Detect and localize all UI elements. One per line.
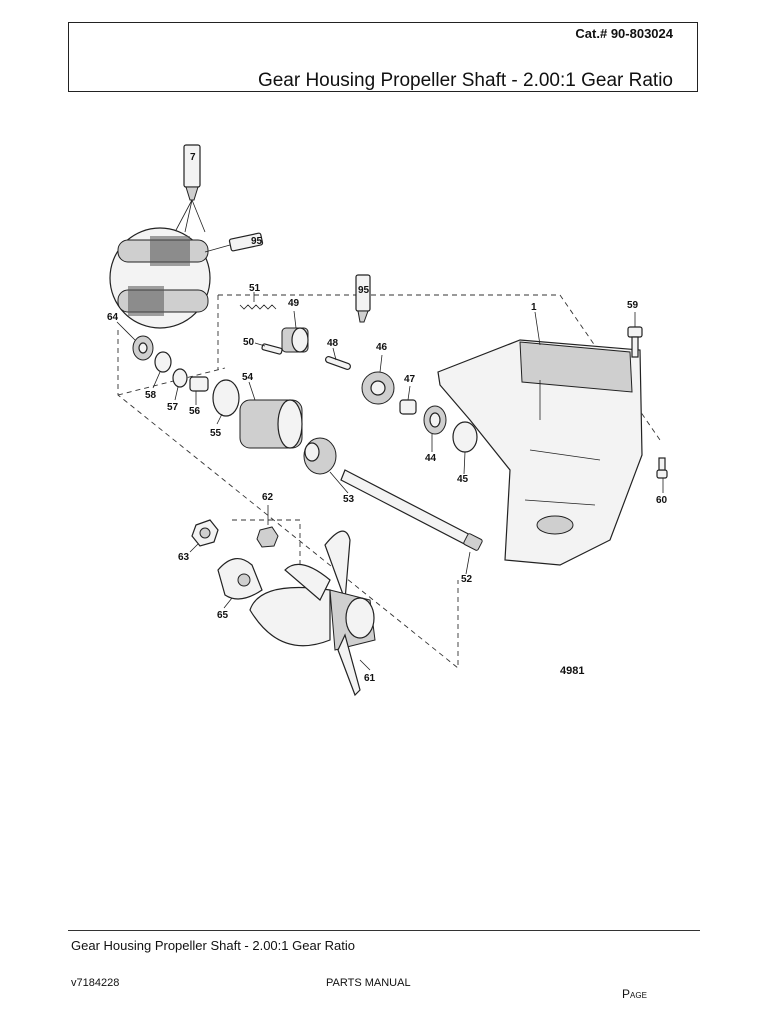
footer-title: Gear Housing Propeller Shaft - 2.00:1 Ge… bbox=[71, 938, 355, 953]
callout-63: 63 bbox=[178, 552, 190, 563]
callout-52: 52 bbox=[461, 574, 473, 585]
callout-55: 55 bbox=[210, 428, 222, 439]
callout-45: 45 bbox=[457, 474, 469, 485]
callout-47: 47 bbox=[404, 374, 416, 385]
catalog-number: Cat.# 90-803024 bbox=[575, 26, 673, 41]
thrust-hub-64-icon bbox=[132, 335, 154, 361]
callout-61: 61 bbox=[364, 673, 376, 684]
callout-50: 50 bbox=[243, 337, 255, 348]
callout-95b: 95 bbox=[358, 285, 370, 296]
detail-circle-icon bbox=[109, 227, 211, 329]
callout-49: 49 bbox=[288, 298, 300, 309]
washer-62-icon bbox=[256, 526, 279, 548]
footer-version: v7184228 bbox=[71, 977, 120, 989]
callout-62: 62 bbox=[262, 492, 274, 503]
callout-53: 53 bbox=[343, 494, 355, 505]
pin-50-icon bbox=[261, 343, 283, 355]
assembly-boundary-lower bbox=[117, 330, 459, 669]
callout-48: 48 bbox=[327, 338, 339, 349]
callout-1: 1 bbox=[531, 302, 537, 313]
callout-58: 58 bbox=[145, 390, 157, 401]
exploded-parts-diagram: 7 95 95 1 59 60 51 49 50 48 46 47 44 45 … bbox=[0, 130, 768, 710]
gear-46-icon bbox=[361, 371, 395, 405]
callout-46: 46 bbox=[376, 342, 388, 353]
washer-58-icon bbox=[154, 351, 172, 373]
sealant-tube-95-middle-icon bbox=[355, 274, 371, 323]
grease-tube-7-icon bbox=[174, 144, 206, 233]
spring-51-icon bbox=[239, 304, 277, 310]
sealant-tube-95-upper-icon bbox=[204, 232, 264, 253]
callout-54: 54 bbox=[242, 372, 254, 383]
spacer-65-icon bbox=[217, 558, 263, 600]
screw-60-icon bbox=[656, 457, 668, 479]
o-ring-55-icon bbox=[212, 379, 240, 417]
callout-51: 51 bbox=[249, 283, 261, 294]
callout-64: 64 bbox=[107, 312, 119, 323]
seal-57-icon bbox=[172, 368, 188, 388]
shim-45-icon bbox=[452, 421, 478, 453]
footer-divider bbox=[68, 930, 700, 931]
cross-pin-48-icon bbox=[325, 355, 351, 371]
bearing-44-icon bbox=[423, 405, 447, 435]
screw-59-icon bbox=[627, 326, 643, 358]
callout-60: 60 bbox=[656, 495, 668, 506]
callout-56: 56 bbox=[189, 406, 201, 417]
footer-manual-label: PARTS MANUAL bbox=[326, 977, 411, 989]
assembly-boundary-upper bbox=[217, 294, 661, 441]
header-box: Cat.# 90-803024 Gear Housing Propeller S… bbox=[68, 22, 698, 92]
callout-7: 7 bbox=[190, 152, 196, 163]
propeller-61-icon bbox=[249, 530, 376, 697]
bushing-56-icon bbox=[189, 376, 209, 392]
page-title: Gear Housing Propeller Shaft - 2.00:1 Ge… bbox=[257, 70, 673, 91]
nut-63-icon bbox=[191, 519, 219, 547]
callout-57: 57 bbox=[167, 402, 179, 413]
callout-65: 65 bbox=[217, 610, 229, 621]
footer-page-label: Page bbox=[622, 987, 647, 1001]
bearing-carrier-54-icon bbox=[239, 399, 303, 449]
figure-number: 4981 bbox=[560, 665, 584, 677]
callout-44: 44 bbox=[425, 453, 437, 464]
callout-59: 59 bbox=[627, 300, 639, 311]
gear-housing-icon bbox=[437, 339, 643, 566]
clutch-49-icon bbox=[281, 327, 309, 353]
callout-95a: 95 bbox=[251, 236, 263, 247]
propeller-shaft-52-icon bbox=[340, 469, 483, 551]
gear-53-icon bbox=[303, 437, 337, 475]
bearing-cup-47-icon bbox=[399, 399, 417, 415]
